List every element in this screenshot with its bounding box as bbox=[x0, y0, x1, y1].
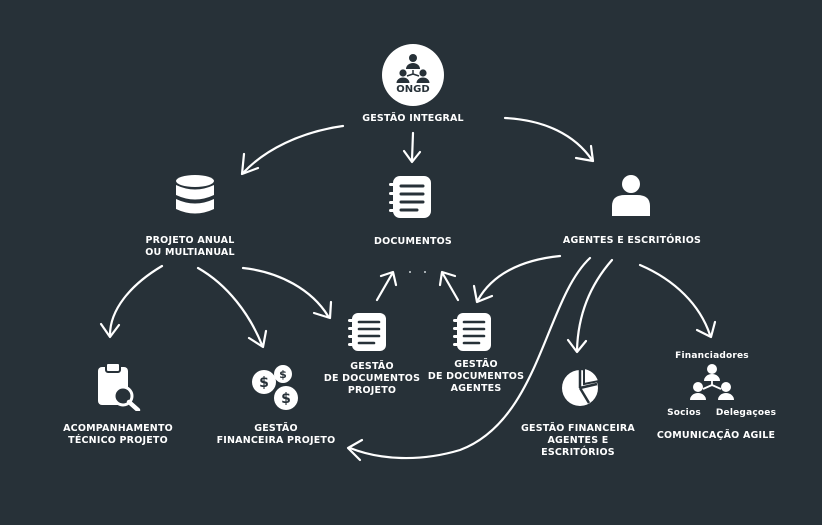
financiadores-label: Financiadores bbox=[675, 351, 749, 361]
people-network-icon bbox=[396, 54, 430, 83]
dollar-coins-icon: $ $ $ bbox=[252, 365, 298, 410]
arrow-gdoc-agentes-to-documentos bbox=[441, 272, 460, 302]
arrow-projeto-to-acompanhamento bbox=[108, 264, 164, 337]
person-icon bbox=[612, 175, 650, 216]
ongd-logo: ONGD bbox=[382, 44, 444, 106]
arrow-agentes-to-gestao-doc bbox=[476, 254, 562, 302]
comunicacao-title: COMUNICAÇÃO AGILE bbox=[656, 430, 776, 441]
pie-chart-icon bbox=[562, 366, 601, 406]
database-icon bbox=[176, 175, 214, 214]
center-title: GESTÃO INTEGRAL bbox=[362, 113, 464, 124]
documentos-label: DOCUMENTOS bbox=[374, 236, 452, 247]
notebook-icon bbox=[348, 313, 386, 351]
socios-label: Socios bbox=[667, 408, 701, 418]
notebook-icon bbox=[389, 176, 431, 218]
arrow-agentes-to-gestao-fin-projeto bbox=[348, 256, 592, 460]
arrow-gdoc-projeto-to-documentos bbox=[375, 272, 394, 302]
clipboard-search-icon bbox=[98, 362, 141, 411]
arrow-center-to-projeto bbox=[242, 124, 345, 174]
delegacoes-label: Delegaçoes bbox=[715, 408, 777, 418]
agentes-label: AGENTES E ESCRITÓRIOS bbox=[562, 235, 702, 246]
arrow-projeto-to-gestao-fin bbox=[196, 266, 264, 347]
arrow-center-to-documentos bbox=[410, 131, 415, 162]
arrow-agentes-to-gestao-fin-agentes bbox=[575, 258, 614, 352]
notebook-icon bbox=[453, 313, 491, 351]
arrow-center-to-agentes bbox=[503, 116, 594, 162]
svg-text:$: $ bbox=[281, 391, 291, 407]
org-network-icon bbox=[690, 364, 734, 400]
svg-text:$: $ bbox=[279, 368, 287, 381]
arrow-agentes-to-comunicacao bbox=[638, 263, 712, 337]
logo-text: ONGD bbox=[396, 84, 430, 95]
arrow-projeto-to-gestao-doc bbox=[241, 266, 330, 318]
svg-text:$: $ bbox=[259, 375, 269, 391]
